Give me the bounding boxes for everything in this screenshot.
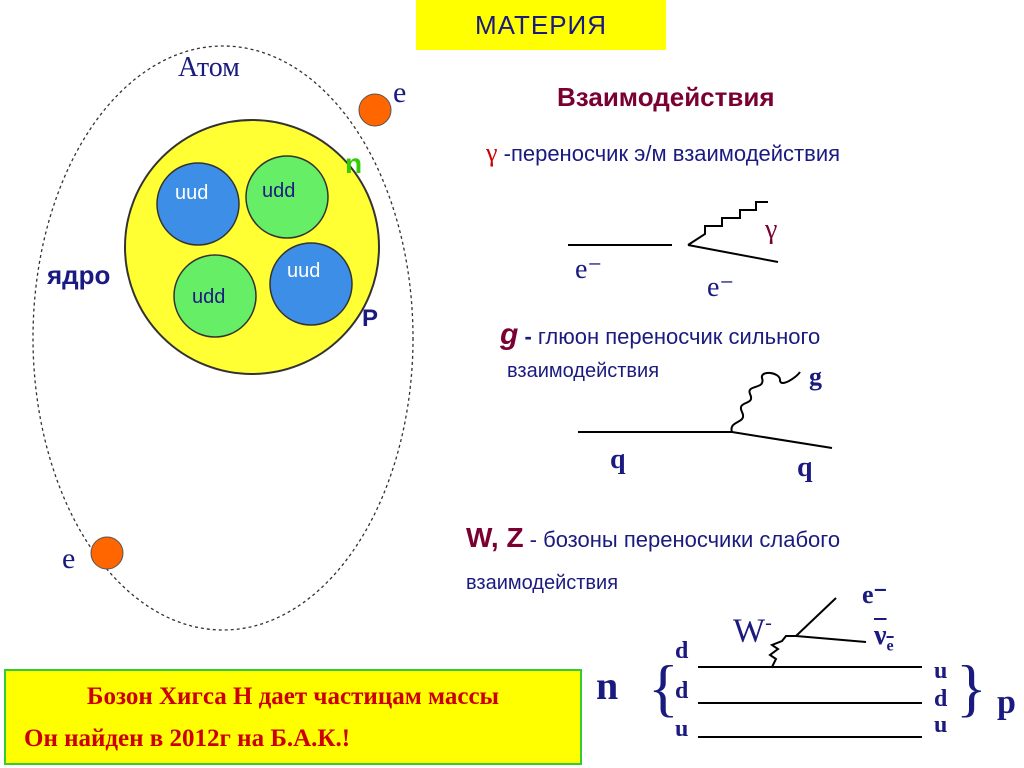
right-quark-1: u <box>934 658 948 684</box>
photon-symbol: γ <box>486 138 498 167</box>
higgs-line-1: Бозон Хигса H дает частицам массы <box>86 683 500 710</box>
weak-electron-out <box>795 597 837 637</box>
neutrino-symbol: ν <box>874 620 887 651</box>
gluon-symbol: g <box>500 318 519 351</box>
weak-symbol: W, Z <box>466 522 524 553</box>
weak-electron-label: e⁻ <box>862 580 888 609</box>
neutron-particle-label: n <box>596 663 619 708</box>
quark-cluster-uud-1 <box>156 162 240 246</box>
quark-label-uud-2: uud <box>287 260 321 282</box>
gluon-description: g - глюон переносчик сильного <box>500 318 820 352</box>
weak-text-line2: взаимодействия <box>466 572 619 594</box>
left-quark-1: d <box>675 638 689 664</box>
w-boson-label: W- <box>733 612 772 650</box>
gluon-out-label: q <box>797 452 813 483</box>
proton-particle-label: p <box>997 684 1016 721</box>
proton-label: P <box>362 305 379 332</box>
gluon-g-label: g <box>809 362 822 391</box>
photon-electron-out <box>687 244 779 263</box>
weak-neutrino-out <box>795 635 867 643</box>
nucleus <box>124 119 380 375</box>
left-quark-2: d <box>675 678 689 704</box>
quark-label-udd-2: udd <box>192 286 226 308</box>
electron-bottom-label: e <box>62 542 76 575</box>
w-label-sup: - <box>765 612 772 634</box>
electron-top-label: e <box>393 76 407 109</box>
photon-line <box>687 201 768 246</box>
left-brace: { <box>648 652 679 723</box>
gluon-dash: - <box>518 324 538 349</box>
page-title: МАТЕРИЯ <box>416 0 666 50</box>
electron-bottom <box>90 536 124 570</box>
quark-label-udd-1: udd <box>262 180 296 202</box>
w-boson-line <box>768 635 796 668</box>
gluon-in-label: q <box>610 444 626 475</box>
electron-top <box>358 93 392 127</box>
neutron-label: n <box>345 148 363 179</box>
neutrino-sub: e <box>886 637 894 655</box>
left-quark-3: u <box>675 716 689 742</box>
atom-label: Атом <box>178 52 240 83</box>
page-title-text: МАТЕРИЯ <box>475 9 607 40</box>
gluon-quark-out <box>731 431 833 449</box>
photon-gamma-label: γ <box>765 214 778 245</box>
weak-neutrino-label: νe <box>874 620 894 656</box>
right-brace: } <box>956 652 987 723</box>
right-quark-2: d <box>934 686 948 712</box>
gluon-text-line2: взаимодействия <box>507 360 660 382</box>
higgs-line-2: Он найден в 2012г на Б.А.К.! <box>24 725 351 752</box>
interactions-heading: Взаимодействия <box>557 82 775 112</box>
gluon-text: глюон переносчик сильного <box>537 324 821 349</box>
weak-description: W, Z - бозоны переносчики слабого <box>466 522 840 554</box>
gluon-line <box>730 371 801 433</box>
atom-orbit <box>32 45 414 631</box>
quark-cluster-uud-2 <box>269 242 353 326</box>
photon-description: γ -переносчик э/м взаимодействия <box>486 138 840 168</box>
photon-out-label: e⁻ <box>707 272 735 303</box>
weak-text: - бозоны переносчики слабого <box>523 527 841 552</box>
quark-cluster-udd-1 <box>245 155 329 239</box>
nucleus-label: ядро <box>47 260 111 290</box>
higgs-box: Бозон Хигса H дает частицам массы Он най… <box>4 669 582 765</box>
photon-text: -переносчик э/м взаимодействия <box>497 141 841 166</box>
w-label-main: W <box>733 612 766 650</box>
photon-in-label: e⁻ <box>575 254 603 285</box>
quark-cluster-udd-2 <box>173 254 257 338</box>
right-quark-3: u <box>934 712 948 738</box>
quark-label-uud-1: uud <box>175 182 209 204</box>
